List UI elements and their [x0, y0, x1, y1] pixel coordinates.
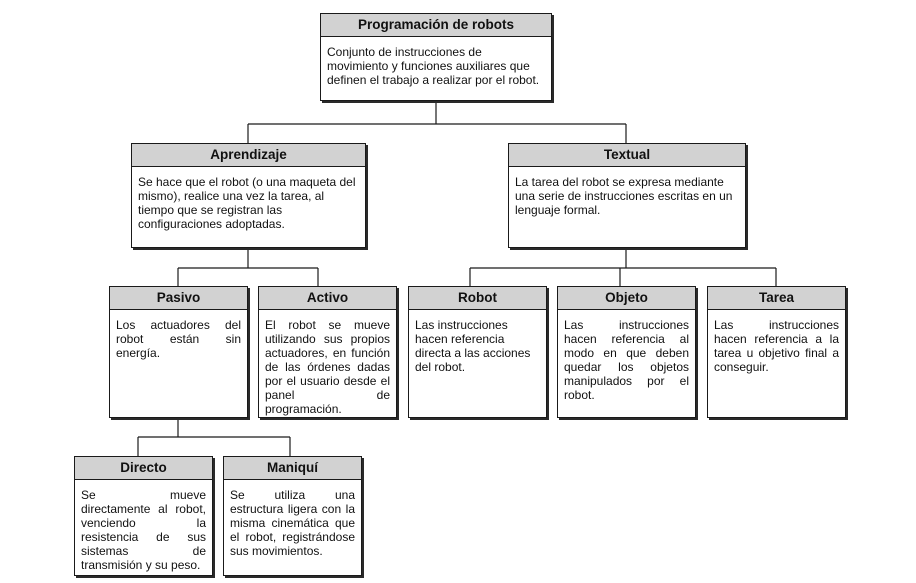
node-objeto: Objeto Las instrucciones hacen referenci… [557, 286, 696, 418]
node-description: Las instrucciones hacen referencia al mo… [564, 318, 689, 402]
node-title: Tarea [708, 287, 845, 310]
node-title: Directo [75, 457, 212, 480]
node-description: Las instrucciones hacen referencia direc… [415, 318, 531, 374]
node-title: Activo [259, 287, 396, 310]
node-description: El robot se mueve utilizando sus propios… [265, 318, 390, 416]
node-description: Se mueve directamente al robot, venciend… [81, 488, 206, 572]
node-programacion-de-robots: Programación de robots Conjunto de instr… [320, 13, 552, 101]
node-description: Se hace que el robot (o una maqueta del … [138, 175, 356, 231]
node-textual: Textual La tarea del robot se expresa me… [508, 143, 746, 248]
node-title: Textual [509, 144, 745, 167]
node-title: Pasivo [110, 287, 247, 310]
node-title: Maniquí [224, 457, 361, 480]
node-title: Aprendizaje [132, 144, 365, 167]
node-description: Se utiliza una estructura ligera con la … [230, 488, 355, 558]
node-title: Objeto [558, 287, 695, 310]
node-description: La tarea del robot se expresa mediante u… [515, 175, 733, 217]
node-pasivo: Pasivo Los actuadores del robot están si… [109, 286, 248, 418]
node-maniqui: Maniquí Se utiliza una estructura ligera… [223, 456, 362, 576]
node-title: Robot [409, 287, 546, 310]
node-title: Programación de robots [321, 14, 551, 37]
node-activo: Activo El robot se mueve utilizando sus … [258, 286, 397, 418]
node-aprendizaje: Aprendizaje Se hace que el robot (o una … [131, 143, 366, 248]
node-tarea: Tarea Las instrucciones hacen referencia… [707, 286, 846, 418]
node-description: Los actuadores del robot están sin energ… [116, 318, 241, 360]
node-robot: Robot Las instrucciones hacen referencia… [408, 286, 547, 418]
node-directo: Directo Se mueve directamente al robot, … [74, 456, 213, 576]
node-description: Las instrucciones hacen referencia a la … [714, 318, 839, 374]
node-description: Conjunto de instrucciones de movimiento … [327, 45, 540, 87]
